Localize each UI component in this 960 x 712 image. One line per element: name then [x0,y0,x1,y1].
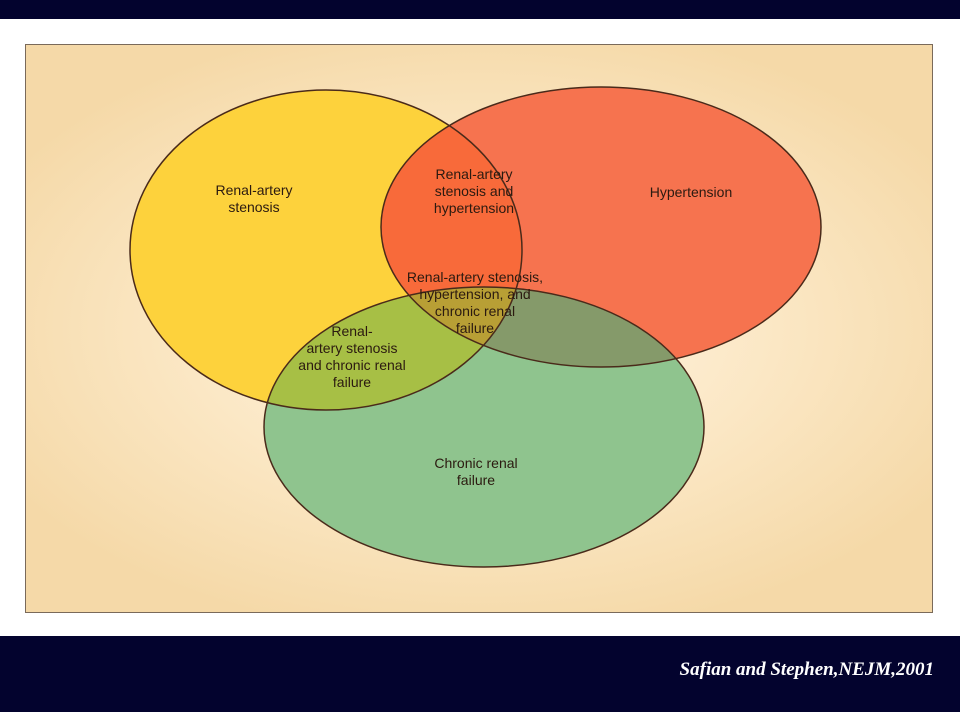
intersection-hypertension-renal-failure-group [381,287,704,367]
label-line: chronic renal [435,303,515,319]
outline-renal-artery-stenosis [129,89,523,411]
label-line: and chronic renal [298,357,405,373]
label-line: Hypertension [650,184,733,200]
intersection-hypertension-renal-failure [381,287,704,367]
citation-text: Safian and Stephen,NEJM,2001 [679,659,934,680]
label-line: failure [457,472,495,488]
label-line: hypertension [434,200,514,216]
venn-outlines [129,86,822,568]
label-line: Chronic renal [434,455,517,471]
top-banner [0,0,960,19]
label-line: Renal-artery stenosis, [407,269,543,285]
label-line: failure [333,374,371,390]
label-hypertension: Hypertension [650,184,733,200]
bottom-banner: Safian and Stephen,NEJM,2001 [0,636,960,712]
label-line: failure [456,320,494,336]
label-line: artery stenosis [306,340,397,356]
outline-chronic-renal-failure [263,286,705,568]
intersection-stenosis-renal-failure-group [264,287,522,410]
label-line: Renal-artery [435,166,512,182]
label-line: stenosis [228,199,279,215]
outline-hypertension [380,86,822,368]
label-line: Renal-artery [215,182,292,198]
label-line: Renal- [331,323,373,339]
label-line: hypertension, and [419,286,530,302]
label-line: stenosis and [435,183,514,199]
intersection-stenosis-renal-failure [264,287,522,410]
